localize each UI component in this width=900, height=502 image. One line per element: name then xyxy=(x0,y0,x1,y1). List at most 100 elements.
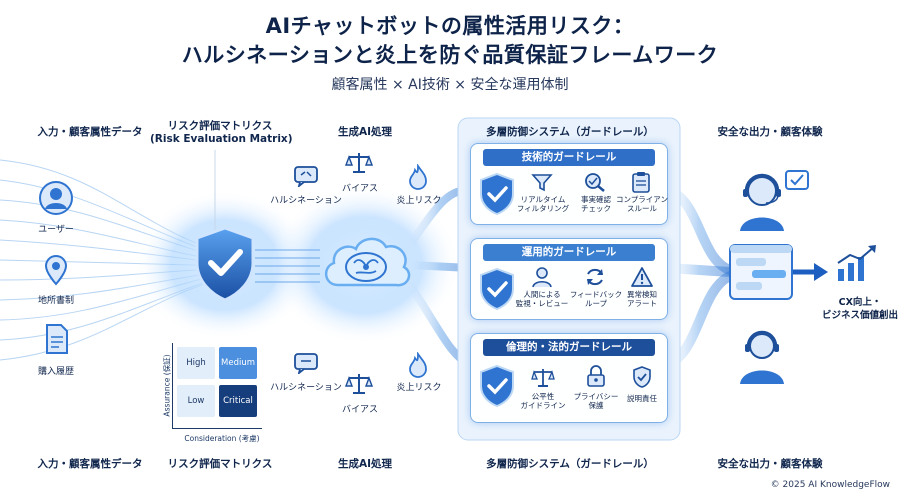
ethics-scale-icon-wrap xyxy=(531,366,555,392)
lock-icon-wrap xyxy=(586,365,606,391)
chat-bubble-icon xyxy=(294,166,318,189)
risk-bottom-flame xyxy=(408,351,428,382)
accountability-icon-wrap xyxy=(632,365,652,393)
matrix-cell-critical: Critical xyxy=(219,385,257,417)
col-top-genai: 生成AI処理 xyxy=(337,126,393,138)
person-review-icon xyxy=(532,267,552,288)
guardrail-operational-title: 運用的ガードレール xyxy=(483,244,655,261)
matrix-cell-low: Low xyxy=(177,385,215,417)
title-line-1: AIチャットボットの属性活用リスク： xyxy=(265,14,635,38)
input-user xyxy=(38,180,74,220)
guardrail-operational-shield xyxy=(479,267,515,315)
shield-check-icon xyxy=(195,226,255,302)
risk-top-bias-label: バイアス xyxy=(341,184,378,194)
risk-bottom-hallucination xyxy=(293,352,319,378)
matrix-y-axis-label: Assurance (保証) xyxy=(162,354,172,417)
scale-icon xyxy=(531,369,555,387)
filter-icon-wrap xyxy=(531,172,553,196)
guardrail-ethical: 倫理的・法的ガードレール 公平性 ガイドライン プライバシー xyxy=(470,333,668,423)
operator-top xyxy=(732,165,812,239)
shield-check-icon xyxy=(480,267,514,311)
growth-icon-wrap xyxy=(834,243,880,287)
matrix-x-axis-label: Consideration (考慮) xyxy=(184,434,260,443)
matrix-cell-medium: Medium xyxy=(219,347,257,379)
document-icon xyxy=(46,324,68,354)
brain-cloud-icon xyxy=(325,237,411,287)
risk-bottom-flame-label: 炎上リスク xyxy=(396,383,442,393)
chat-window xyxy=(728,243,794,305)
guardrail-technical-title: 技術的ガードレール xyxy=(483,149,655,166)
refresh-loop-icon xyxy=(587,268,603,286)
guardrail-technical: 技術的ガードレール リアルタイム フィルタリング 事実確認 チェック xyxy=(470,143,668,225)
subtitle: 顧客属性 × AI技術 × 安全な運用体制 xyxy=(331,77,569,93)
input-label-purchase: 購入履歴 xyxy=(37,367,74,377)
guardrail-ethical-title: 倫理的・法的ガードレール xyxy=(483,339,655,356)
clipboard-icon xyxy=(632,172,650,193)
chat-bubble-icon xyxy=(294,353,318,376)
shield-check-icon xyxy=(633,366,651,388)
guardrail-ethical-item-3: 説明責任 xyxy=(627,394,657,403)
col-top-guardrail: 多層防御システム（ガードレール） xyxy=(486,126,654,138)
guardrail-ethical-item-2: プライバシー 保護 xyxy=(573,392,619,410)
risk-bottom-bias-label: バイアス xyxy=(341,405,378,415)
col-bottom-input: 入力・顧客属性データ xyxy=(37,458,143,470)
outcome-label: CX向上・ ビジネス価値創出 xyxy=(822,297,899,321)
chat-window-icon xyxy=(729,244,793,300)
user-icon xyxy=(39,181,73,215)
warning-icon-wrap xyxy=(631,266,653,292)
guardrail-operational-item-2: フィードバック ループ xyxy=(569,290,623,308)
guardrail-ethical-shield xyxy=(479,364,515,412)
col-bottom-output: 安全な出力・顧客体験 xyxy=(717,458,823,470)
shield-check-icon xyxy=(480,172,514,216)
footer-copyright: © 2025 AI KnowledgeFlow xyxy=(770,480,890,490)
filter-icon xyxy=(531,174,553,192)
col-top-output: 安全な出力・顧客体験 xyxy=(717,126,823,138)
guardrail-technical-item-1: リアルタイム フィルタリング xyxy=(516,195,570,213)
risk-matrix: High Medium Low Critical xyxy=(172,343,262,429)
guardrail-ethical-item-1: 公平性 ガイドライン xyxy=(520,392,566,410)
risk-bottom-bias xyxy=(344,371,374,399)
risk-top-flame xyxy=(408,163,428,194)
clipboard-icon-wrap xyxy=(631,171,651,197)
scale-icon xyxy=(344,153,374,173)
col-top-matrix-en: (Risk Evaluation Matrix) xyxy=(150,133,293,145)
risk-bottom-hallucination-label: ハルシネーション xyxy=(270,383,342,393)
magnifier-icon-wrap xyxy=(584,172,606,196)
col-bottom-guardrail: 多層防御システム（ガードレール） xyxy=(486,458,654,470)
input-location xyxy=(44,254,68,290)
shield-check-icon xyxy=(480,364,514,408)
guardrail-operational-item-1: 人間による 監視・レビュー xyxy=(515,290,569,308)
scale-icon xyxy=(344,374,374,394)
warning-icon xyxy=(631,267,653,287)
guardrail-technical-shield xyxy=(479,172,515,220)
title-line-2: ハルシネーションと炎上を防ぐ品質保証フレームワーク xyxy=(181,43,719,67)
guardrail-operational-item-3: 異常検知 アラート xyxy=(627,290,657,308)
guardrail-technical-item-2: 事実確認 チェック xyxy=(581,195,611,213)
col-bottom-matrix: リスク評価マトリクス xyxy=(167,458,273,470)
operator-bottom xyxy=(728,326,798,392)
col-bottom-genai: 生成AI処理 xyxy=(337,458,393,470)
ai-brain xyxy=(318,225,414,309)
guardrail-operational: 運用的ガードレール 人間による 監視・レビュー フィードバック ループ xyxy=(470,238,668,320)
middle-streams xyxy=(255,249,320,283)
lock-icon xyxy=(587,365,605,387)
support-agent-icon xyxy=(740,330,784,384)
input-label-user: ユーザー xyxy=(38,225,74,235)
risk-top-hallucination xyxy=(293,165,319,191)
support-agent-icon xyxy=(740,170,809,231)
risk-top-hallucination-label: ハルシネーション xyxy=(270,196,342,206)
flame-icon xyxy=(409,351,427,378)
person-review-icon-wrap xyxy=(532,266,554,292)
risk-top-flame-label: 炎上リスク xyxy=(396,196,442,206)
flame-icon xyxy=(409,163,427,190)
location-pin-icon xyxy=(44,254,68,286)
input-label-location: 地所書制 xyxy=(37,296,74,306)
input-purchase xyxy=(44,323,70,359)
growth-chart-icon xyxy=(837,245,876,281)
risk-top-bias xyxy=(344,150,374,178)
magnifier-check-icon xyxy=(585,173,605,192)
refresh-icon-wrap xyxy=(584,266,606,292)
guardrail-technical-item-3: コンプライアン スルール xyxy=(616,195,668,213)
matrix-cell-high: High xyxy=(177,347,215,379)
col-top-input: 入力・顧客属性データ xyxy=(37,126,143,138)
